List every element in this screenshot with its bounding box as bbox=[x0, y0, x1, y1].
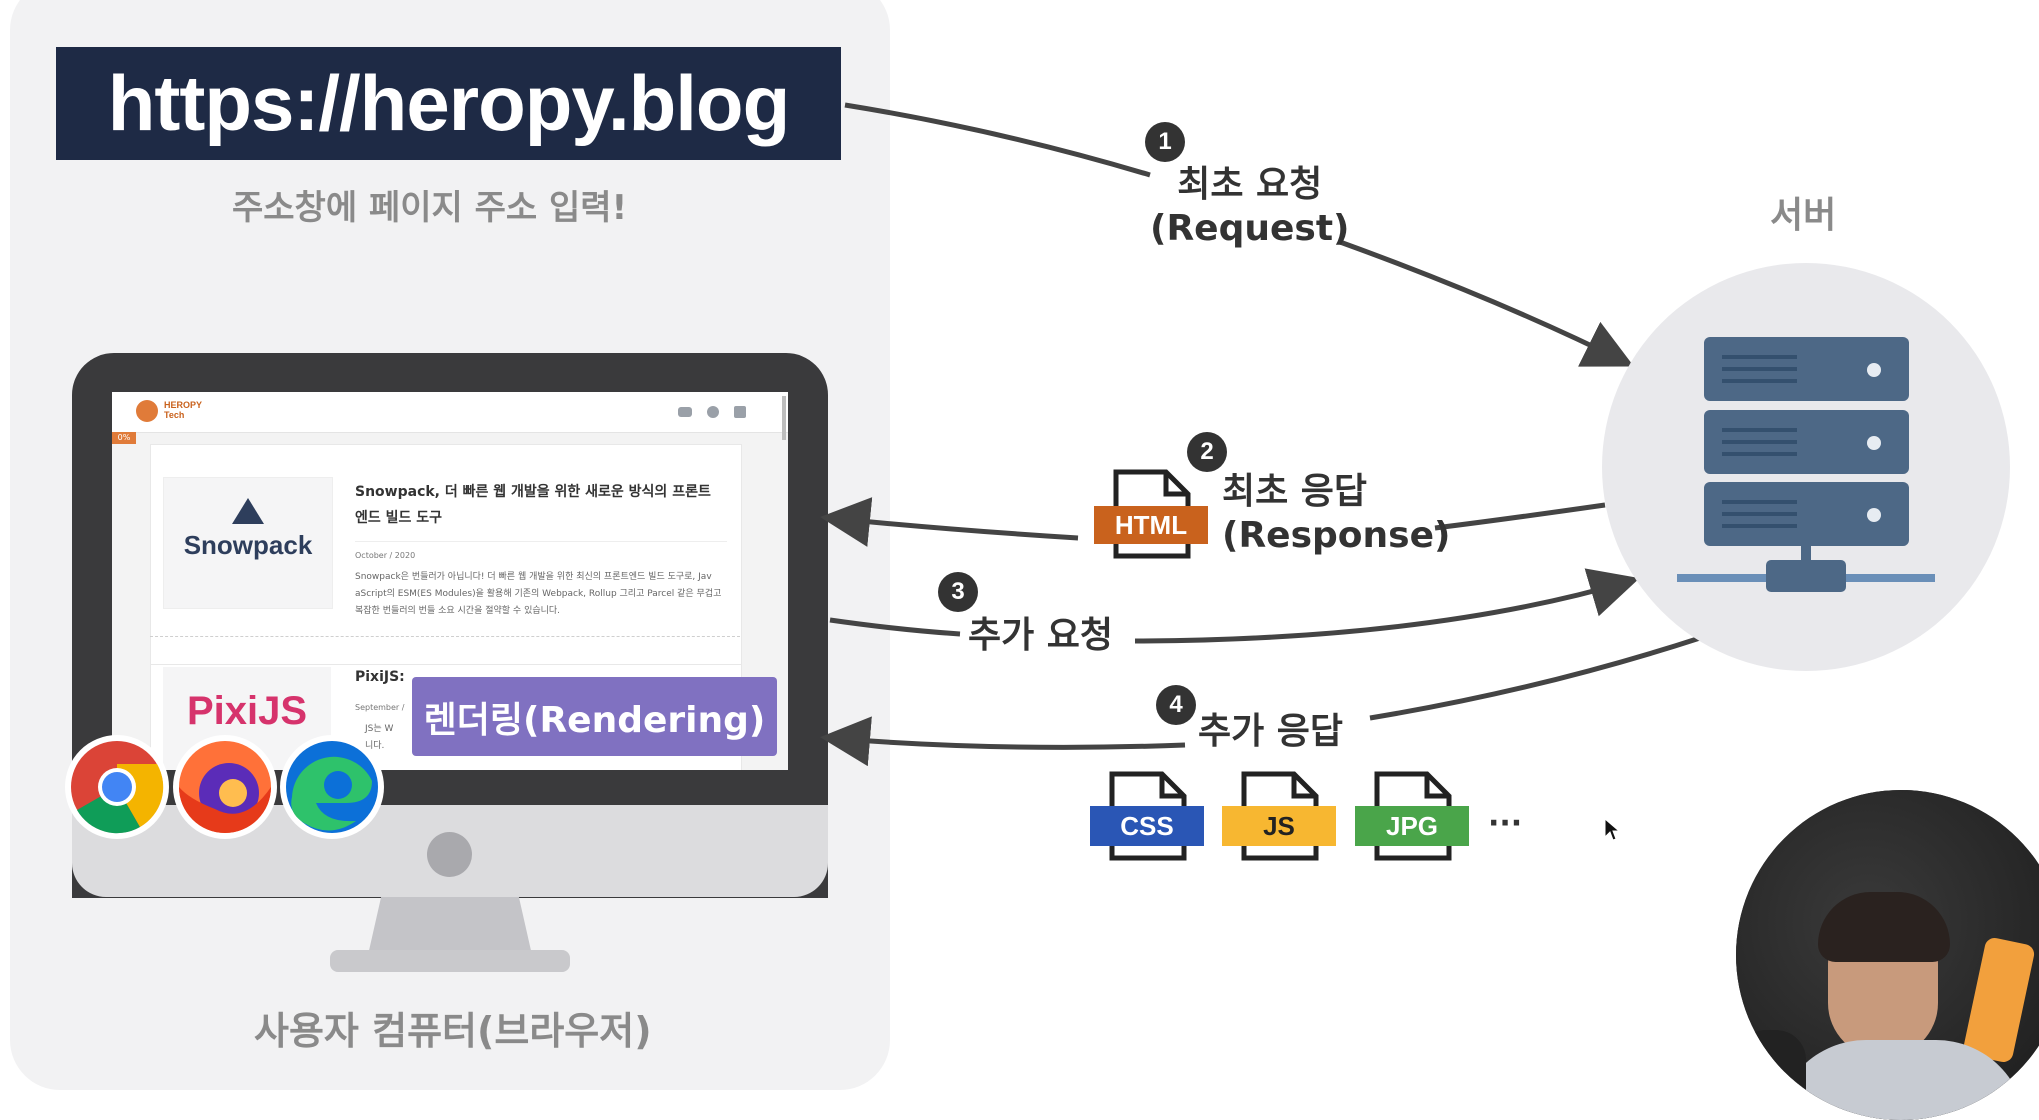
pixijs-logo-text: PixiJS bbox=[186, 689, 308, 733]
blog-header: HEROPY Tech bbox=[112, 392, 788, 433]
person-hair bbox=[1818, 892, 1950, 962]
blog-brand: HEROPY Tech bbox=[164, 400, 202, 420]
monitor-stand bbox=[368, 897, 532, 955]
firefox-icon bbox=[173, 735, 277, 839]
post-thumb-snowpack: Snowpack bbox=[163, 477, 333, 609]
jpg-badge: JPG bbox=[1355, 806, 1469, 846]
post-divider bbox=[355, 541, 727, 542]
webcam-overlay bbox=[1736, 790, 2039, 1120]
server-switch bbox=[1766, 560, 1846, 592]
brand-line-1: HEROPY bbox=[164, 400, 203, 410]
html-badge: HTML bbox=[1094, 506, 1208, 544]
css-file-icon: CSS bbox=[1090, 770, 1204, 862]
post-2-date: September / bbox=[355, 703, 405, 712]
post-date: October / 2020 bbox=[355, 551, 416, 560]
snowpack-logo-icon bbox=[232, 498, 264, 524]
post-title-line-1: Snowpack, 더 빠른 웹 개발을 위한 새로운 방식의 프론트 bbox=[355, 484, 711, 500]
browser-logos bbox=[65, 735, 384, 839]
step-1-label: 최초 요청 (Request) bbox=[1150, 163, 1350, 251]
post-title-line-2: 엔드 빌드 도구 bbox=[355, 510, 443, 526]
led-icon bbox=[1867, 436, 1881, 450]
jpg-file-icon: JPG bbox=[1355, 770, 1469, 862]
edge-icon bbox=[280, 735, 384, 839]
more-files: ··· bbox=[1488, 806, 1523, 841]
excerpt-line-1: Snowpack은 번들러가 아닙니다! 더 빠른 웹 개발을 위한 최신의 프… bbox=[355, 572, 712, 582]
step-4-label: 추가 응답 bbox=[1198, 711, 1344, 752]
step-4-badge: 4 bbox=[1156, 685, 1196, 725]
server-rack-2 bbox=[1704, 410, 1909, 474]
extra-response-arrow bbox=[820, 716, 1186, 767]
snowpack-logo-text: Snowpack bbox=[183, 530, 313, 560]
request-arrow-segment-1 bbox=[844, 102, 1151, 178]
step-2-label: 최초 응답 (Response) bbox=[1222, 470, 1450, 558]
css-badge: CSS bbox=[1090, 806, 1204, 846]
step-3-badge: 3 bbox=[938, 572, 978, 612]
monitor-base bbox=[330, 950, 570, 972]
rss-icon bbox=[734, 406, 746, 418]
youtube-icon bbox=[678, 407, 692, 417]
blog-avatar bbox=[136, 400, 158, 422]
post-excerpt: Snowpack은 번들러가 아닙니다! 더 빠른 웹 개발을 위한 최신의 프… bbox=[355, 569, 721, 620]
extra-request-segment-1 bbox=[829, 617, 961, 637]
server-caption: 서버 bbox=[1770, 195, 1837, 236]
step-2-badge: 2 bbox=[1187, 432, 1227, 472]
flow-arrows bbox=[820, 102, 1701, 767]
address-bar: https://heropy.blog bbox=[56, 47, 841, 160]
step-1-title: 최초 요청 bbox=[1177, 164, 1323, 205]
scrollbar[interactable] bbox=[782, 396, 786, 440]
server-rack-3 bbox=[1704, 482, 1909, 546]
server-stem bbox=[1801, 546, 1811, 566]
rendering-label: 렌더링(Rendering) bbox=[412, 677, 777, 756]
step-1-badge: 1 bbox=[1145, 122, 1185, 162]
step-3-label: 추가 요청 bbox=[968, 615, 1114, 656]
excerpt-2-line-1: JS는 W bbox=[365, 724, 394, 734]
brand-line-2: Tech bbox=[164, 410, 185, 420]
url-text: https://heropy.blog bbox=[107, 59, 790, 147]
extra-response-segment-1 bbox=[1369, 635, 1701, 721]
excerpt-2-line-2: 니다. bbox=[365, 741, 385, 751]
response-arrow bbox=[820, 497, 1079, 547]
chrome-icon bbox=[65, 735, 169, 839]
led-icon bbox=[1867, 508, 1881, 522]
cursor-icon bbox=[1604, 818, 1620, 841]
led-icon bbox=[1867, 363, 1881, 377]
post-2-title[interactable]: PixiJS: bbox=[355, 669, 405, 685]
excerpt-line-3: 복잡한 번들러의 번들 소요 시간을 절약할 수 있습니다. bbox=[355, 606, 561, 616]
post-separator bbox=[150, 636, 740, 638]
microphone-icon bbox=[1736, 1030, 1806, 1120]
response-arrow-segment-1 bbox=[1434, 502, 1606, 531]
js-file-icon: JS bbox=[1222, 770, 1336, 862]
post-title[interactable]: Snowpack, 더 빠른 웹 개발을 위한 새로운 방식의 프론트 엔드 빌… bbox=[355, 479, 711, 531]
step-1-subtitle: (Request) bbox=[1150, 208, 1350, 249]
monitor-button bbox=[427, 832, 472, 877]
social-icons bbox=[678, 406, 746, 418]
computer-caption: 사용자 컴퓨터(브라우저) bbox=[254, 1009, 652, 1053]
step-2-title: 최초 응답 bbox=[1222, 471, 1368, 512]
request-arrow bbox=[1339, 239, 1634, 367]
html-file-icon: HTML bbox=[1094, 468, 1208, 560]
step-2-subtitle: (Response) bbox=[1222, 515, 1451, 556]
js-badge: JS bbox=[1222, 806, 1336, 846]
progress-badge: 0% bbox=[112, 432, 136, 444]
post-2-excerpt: JS는 W 니다. bbox=[365, 721, 393, 755]
rendering-text: 렌더링(Rendering) bbox=[423, 699, 766, 741]
extra-request-arrow bbox=[1134, 568, 1640, 644]
url-caption: 주소창에 페이지 주소 입력! bbox=[232, 188, 628, 228]
server-rack-1 bbox=[1704, 337, 1909, 401]
excerpt-line-2: aScript의 ESM(ES Modules)을 활용해 기존의 Webpac… bbox=[355, 589, 722, 599]
github-icon bbox=[707, 406, 719, 418]
